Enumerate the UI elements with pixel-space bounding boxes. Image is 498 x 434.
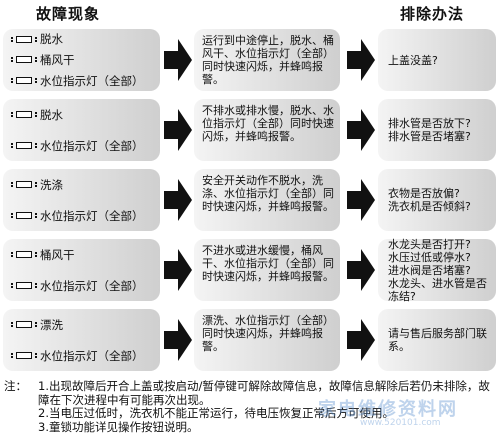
solution-item: 水压过低或停水? — [388, 250, 471, 264]
cause-box: 不排水或排水慢，脱水、水位指示灯（全部）同时快速闪烁，并蜂鸣报警。 — [194, 99, 340, 161]
led-indicator-icon — [11, 210, 37, 221]
cause-text: 安全开关动作不脱水，洗涤、水位指示灯（全部）同时快速闪烁，并蜂鸣报警。 — [202, 174, 334, 213]
fault-box: 脱水桶风干水位指示灯（全部） — [3, 29, 160, 91]
cause-box: 不进水或进水缓慢，桶风干、水位指示灯（全部）同时快速闪烁，并蜂鸣报警。 — [194, 239, 340, 301]
fault-indicator: 水位指示灯（全部） — [11, 348, 161, 364]
cause-text: 漂洗、水位指示灯（全部）同时快速闪烁，并蜂鸣报警。 — [202, 314, 334, 353]
led-indicator-icon — [11, 140, 37, 151]
fault-indicator: 桶风干 — [11, 52, 161, 68]
fault-indicator: 水位指示灯（全部） — [11, 208, 161, 224]
solution-box: 衣物是否放偏?洗衣机是否倾斜? — [378, 169, 496, 231]
solution-box: 水龙头是否打开?水压过低或停水?进水阀是否堵塞?水龙头、进水管是否冻结? — [378, 237, 496, 303]
fault-indicator: 水位指示灯（全部） — [11, 138, 161, 154]
fault-indicator: 水位指示灯（全部） — [11, 73, 161, 89]
arrow-right-icon — [164, 109, 192, 151]
fault-label: 水位指示灯（全部） — [40, 348, 144, 363]
fault-indicator: 桶风干 — [11, 247, 161, 263]
fault-indicator: 脱水 — [11, 31, 161, 47]
solution-box: 请与售后服务部门联系。 — [378, 309, 496, 371]
arrow-right-icon — [164, 249, 192, 291]
cause-text: 不进水或进水缓慢，桶风干、水位指示灯（全部）同时快速闪烁，并蜂鸣报警。 — [202, 244, 334, 283]
fault-label: 脱水 — [40, 107, 63, 122]
fault-row: 洗涤水位指示灯（全部） 安全开关动作不脱水，洗涤、水位指示灯（全部）同时快速闪烁，… — [0, 169, 498, 231]
fault-row: 脱水桶风干水位指示灯（全部） 运行到中途停止，脱水、桶风干、水位指示灯（全部）同时… — [0, 29, 498, 91]
fault-indicator: 脱水 — [11, 107, 161, 123]
fault-label: 脱水 — [40, 32, 63, 47]
fault-label: 桶风干 — [40, 247, 75, 262]
arrow-right-icon — [164, 319, 192, 361]
fault-box: 桶风干水位指示灯（全部） — [3, 239, 160, 301]
fault-label: 洗涤 — [40, 177, 63, 192]
led-indicator-icon — [11, 179, 37, 190]
cause-box: 运行到中途停止，脱水、桶风干、水位指示灯（全部）同时快速闪烁，并蜂鸣报警。 — [194, 29, 340, 91]
fault-label: 桶风干 — [40, 52, 75, 67]
fault-box: 脱水水位指示灯（全部） — [3, 99, 160, 161]
cause-text: 不排水或排水慢，脱水、水位指示灯（全部）同时快速闪烁，并蜂鸣报警。 — [202, 104, 334, 143]
cause-box: 安全开关动作不脱水，洗涤、水位指示灯（全部）同时快速闪烁，并蜂鸣报警。 — [194, 169, 340, 231]
led-indicator-icon — [11, 319, 37, 330]
fault-header: 故障现象 — [36, 5, 101, 23]
cause-text: 运行到中途停止，脱水、桶风干、水位指示灯（全部）同时快速闪烁，并蜂鸣报警。 — [202, 34, 334, 86]
notes-section: 注： 1.出现故障后开合上盖或按启动/暂停键可解除故障信息，故障信息解除后若仍未… — [4, 379, 496, 434]
led-indicator-icon — [11, 54, 37, 65]
watermark-url: www.520101.com — [360, 418, 441, 428]
solution-item: 水龙头、进水管是否冻结? — [388, 276, 487, 303]
solution-header: 排除办法 — [400, 5, 465, 23]
solution-item: 进水阀是否堵塞? — [388, 263, 471, 277]
arrow-right-icon — [347, 319, 375, 361]
led-indicator-icon — [11, 249, 37, 260]
fault-label: 水位指示灯（全部） — [40, 208, 144, 223]
fault-indicator: 水位指示灯（全部） — [11, 278, 161, 294]
led-indicator-icon — [11, 75, 37, 86]
arrow-right-icon — [164, 39, 192, 81]
solution-item: 衣物是否放偏? — [388, 187, 460, 200]
fault-label: 水位指示灯（全部） — [40, 138, 144, 153]
arrow-right-icon — [164, 179, 192, 221]
solution-item: 水龙头是否打开? — [388, 237, 471, 251]
led-indicator-icon — [11, 350, 37, 361]
fault-indicator: 漂洗 — [11, 317, 161, 333]
led-indicator-icon — [11, 280, 37, 291]
solution-item: 排水管是否放下? — [388, 117, 471, 130]
watermark-logo: 家电维修资料网 — [318, 399, 458, 420]
arrow-right-icon — [347, 179, 375, 221]
note-item: 1.出现故障后开合上盖或按启动/暂停键可解除故障信息，故障信息解除后若仍未排除，… — [38, 379, 490, 407]
note-item: 2.当电压过低时，洗衣机不能正常运行，待电压恢复正常后方可使用。 — [38, 406, 394, 420]
solution-box: 上盖没盖? — [378, 29, 496, 91]
fault-row: 桶风干水位指示灯（全部） 不进水或进水缓慢，桶风干、水位指示灯（全部）同时快速闪烁… — [0, 237, 498, 303]
fault-row: 脱水水位指示灯（全部） 不排水或排水慢，脱水、水位指示灯（全部）同时快速闪烁，并蜂… — [0, 99, 498, 161]
fault-label: 漂洗 — [40, 317, 63, 332]
arrow-right-icon — [347, 109, 375, 151]
note-item: 3.童锁功能详见操作按钮说明。 — [38, 419, 199, 434]
solution-box: 排水管是否放下?排水管是否堵塞? — [378, 99, 496, 161]
fault-row: 漂洗水位指示灯（全部） 漂洗、水位指示灯（全部）同时快速闪烁，并蜂鸣报警。 请与售后… — [0, 309, 498, 371]
arrow-right-icon — [347, 39, 375, 81]
solution-item: 请与售后服务部门联系。 — [388, 327, 487, 353]
fault-box: 漂洗水位指示灯（全部） — [3, 309, 160, 371]
fault-label: 水位指示灯（全部） — [40, 278, 144, 293]
cause-box: 漂洗、水位指示灯（全部）同时快速闪烁，并蜂鸣报警。 — [194, 309, 340, 371]
led-indicator-icon — [11, 109, 37, 120]
solution-item: 上盖没盖? — [388, 53, 438, 67]
notes-prefix: 注： — [4, 379, 27, 393]
solution-item: 洗衣机是否倾斜? — [388, 200, 471, 213]
fault-box: 洗涤水位指示灯（全部） — [3, 169, 160, 231]
fault-label: 水位指示灯（全部） — [40, 73, 144, 88]
arrow-right-icon — [347, 249, 375, 291]
fault-indicator: 洗涤 — [11, 177, 161, 193]
solution-item: 排水管是否堵塞? — [388, 130, 471, 143]
led-indicator-icon — [11, 34, 37, 45]
